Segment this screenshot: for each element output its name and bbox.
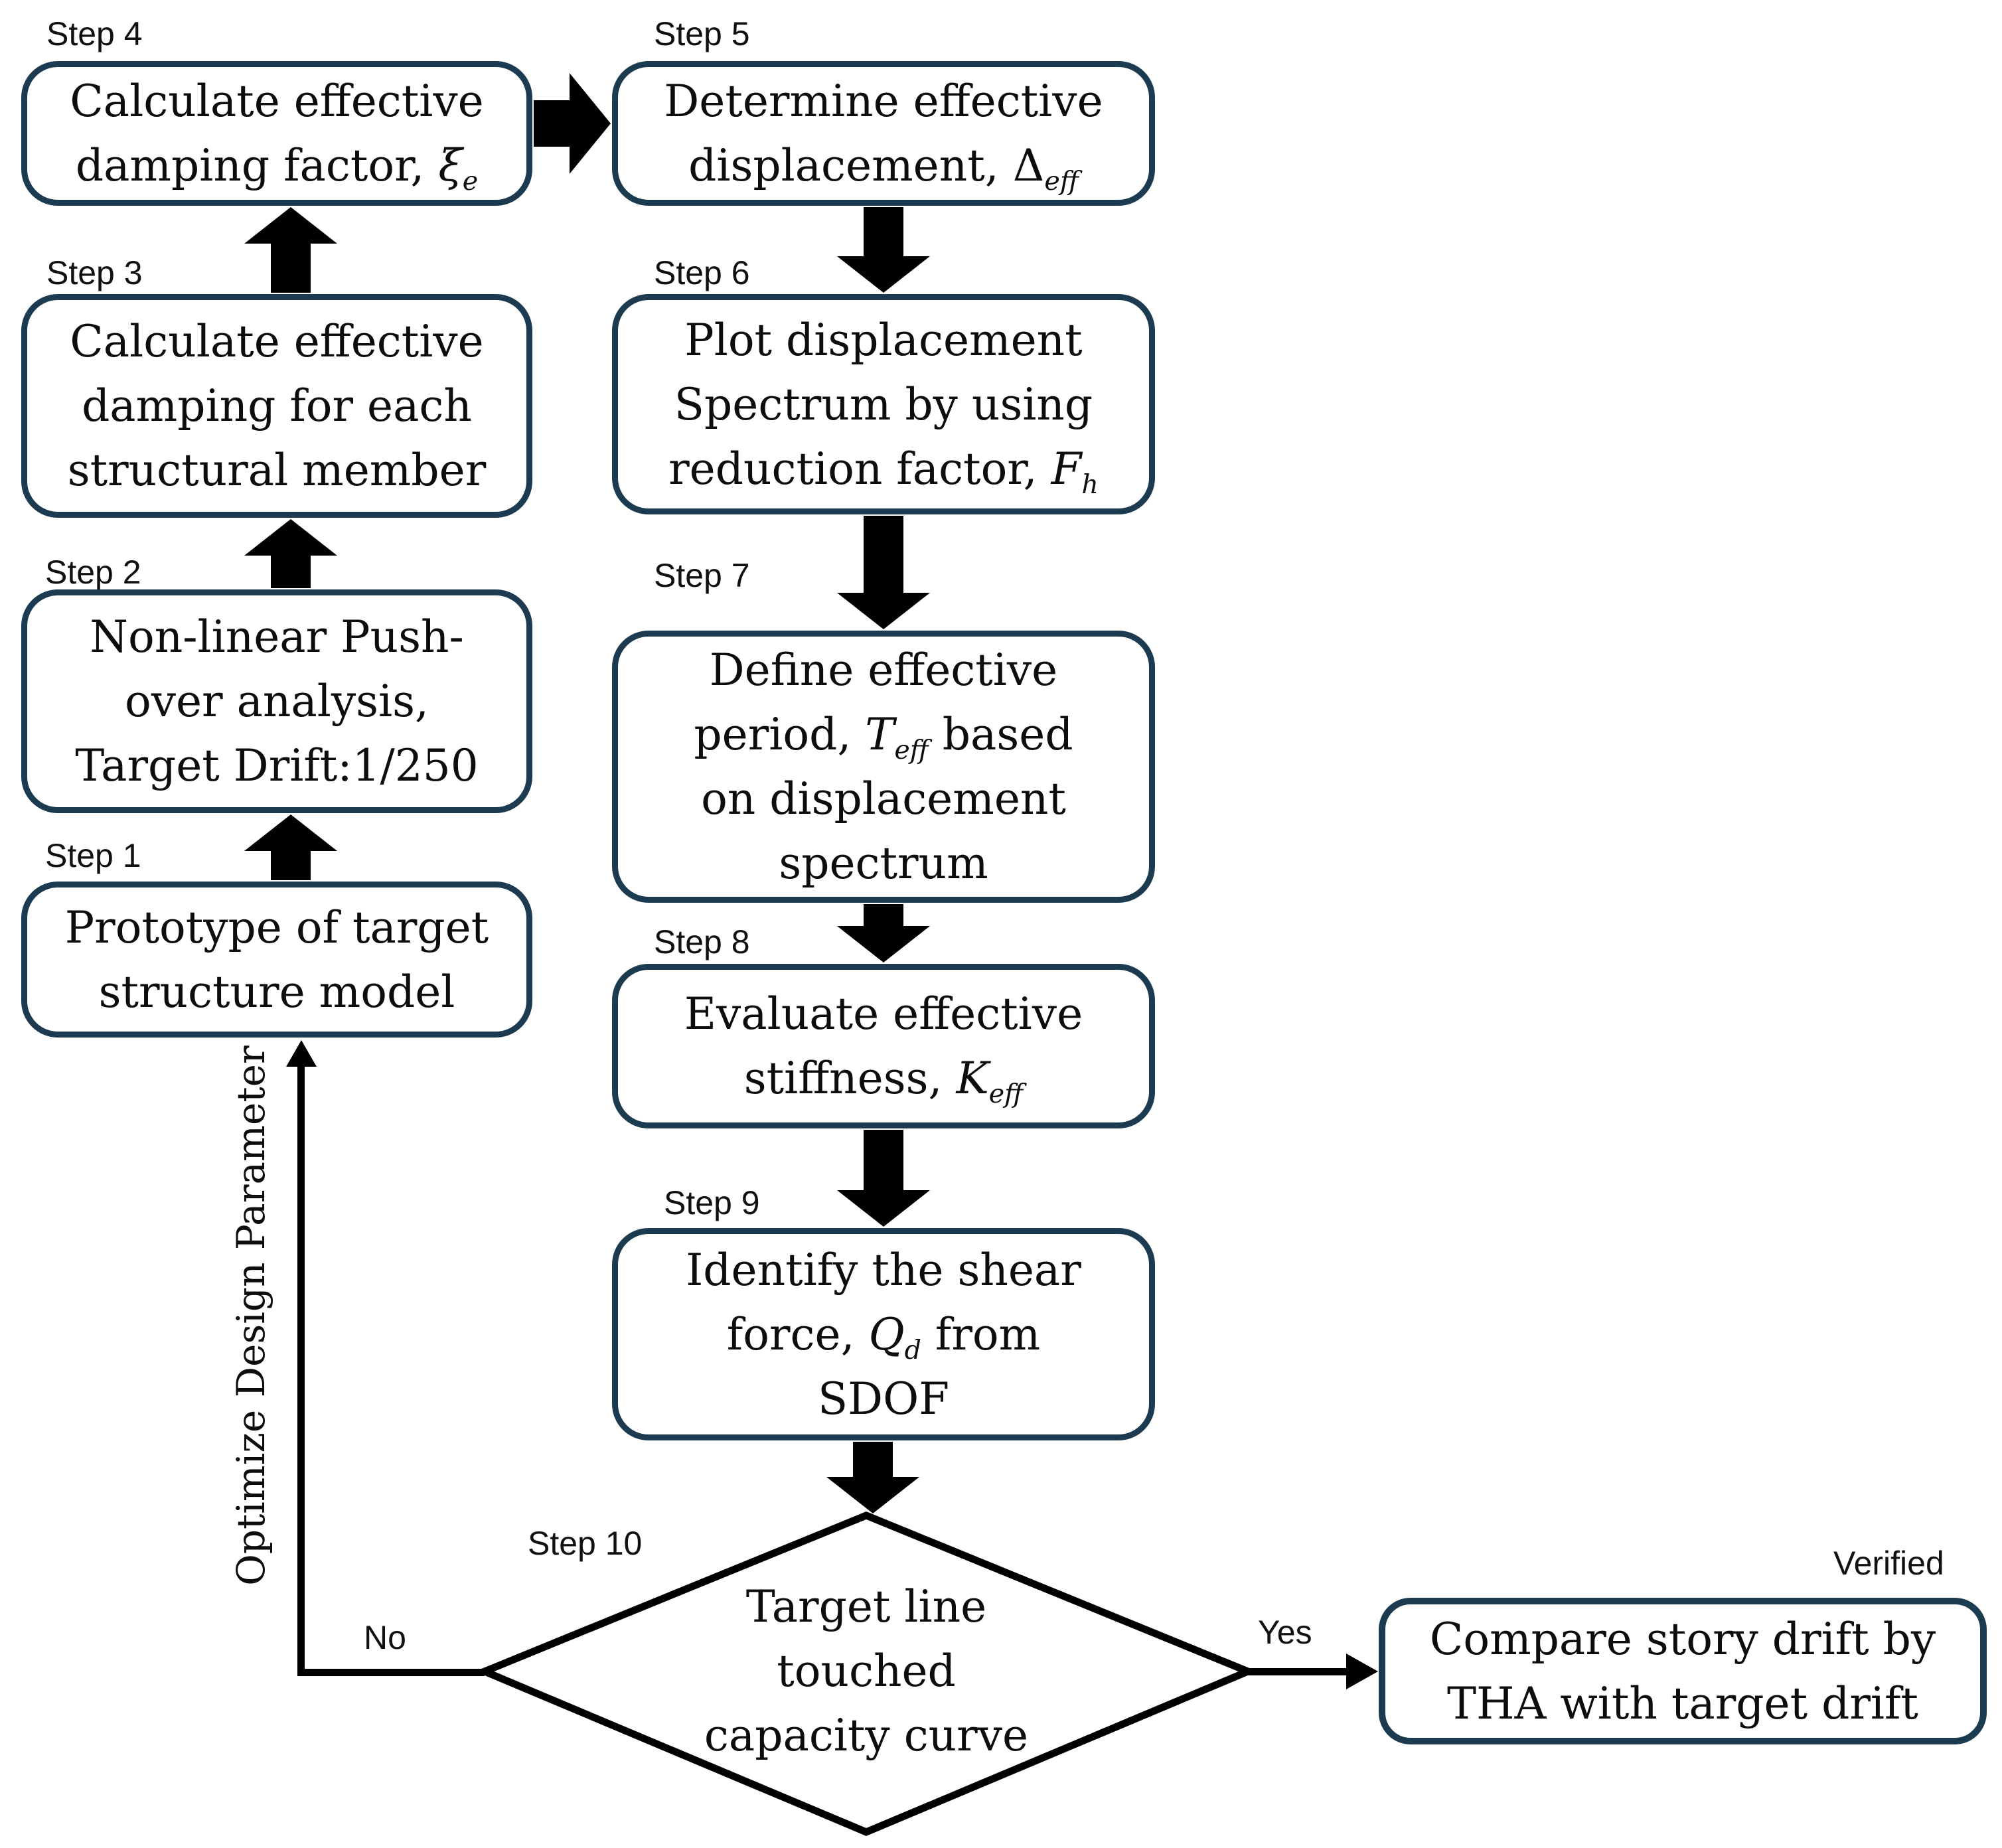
text-line: SDOF xyxy=(817,1373,950,1424)
decision-text: Target line touched capacity curve xyxy=(634,1575,1099,1768)
arrow-step2-to-step3 xyxy=(244,519,337,588)
step3-box: Calculate effective damping for each str… xyxy=(21,294,532,518)
arrow-head xyxy=(837,593,930,629)
text-line: Target line xyxy=(745,1581,987,1632)
yes-path-line xyxy=(1248,1668,1349,1675)
no-label: No xyxy=(364,1619,406,1656)
arrow-shaft xyxy=(853,1442,893,1478)
decision-diamond-shape xyxy=(475,1511,1258,1836)
arrow-step5-to-step6 xyxy=(837,207,930,293)
arrow-shaft xyxy=(271,243,311,293)
arrow-step4-to-step5 xyxy=(534,73,611,174)
step6-box: Plot displacement Spectrum by using redu… xyxy=(612,294,1155,514)
text-line: damping for each xyxy=(82,380,472,431)
arrow-shaft xyxy=(534,100,571,147)
arrow-shaft xyxy=(864,1130,903,1191)
step5-label: Step 5 xyxy=(654,15,750,52)
arrow-shaft xyxy=(271,555,311,588)
text-line: reduction factor, Fh xyxy=(668,443,1099,500)
step8-label: Step 8 xyxy=(654,923,750,961)
arrow-step7-to-step8 xyxy=(837,904,930,963)
text-line: Compare story drift by xyxy=(1429,1613,1936,1665)
arrow-step1-to-step2 xyxy=(244,814,337,880)
text-line: Prototype of target xyxy=(64,901,489,953)
step3-label: Step 3 xyxy=(46,254,143,291)
step4-label: Step 4 xyxy=(46,15,143,52)
feedback-label: Optimize Design Parameter xyxy=(228,1045,273,1586)
no-path-arrowhead xyxy=(286,1040,317,1067)
text-line: spectrum xyxy=(779,838,988,889)
decision-diamond xyxy=(475,1511,1258,1836)
verified-box: Compare story drift by THA with target d… xyxy=(1379,1598,1987,1744)
text-line: structure model xyxy=(98,966,455,1018)
text-line: Identify the shear xyxy=(686,1244,1081,1296)
text-line: capacity curve xyxy=(704,1710,1029,1761)
text-line: Spectrum by using xyxy=(674,378,1093,430)
text-line: structural member xyxy=(67,445,487,496)
arrow-head xyxy=(570,73,611,174)
text-line: period, Teff based xyxy=(694,709,1073,766)
text-line: over analysis, xyxy=(124,676,429,727)
step1-box: Prototype of target structure model xyxy=(21,882,532,1038)
yes-label: Yes xyxy=(1258,1614,1312,1651)
step7-label: Step 7 xyxy=(654,557,750,594)
text-line: force, Qd from xyxy=(726,1308,1041,1365)
arrow-shaft xyxy=(864,904,903,927)
arrow-head xyxy=(826,1477,919,1513)
arrow-step8-to-step9 xyxy=(837,1130,930,1227)
arrow-shaft xyxy=(864,516,903,593)
no-path-horizontal-line xyxy=(297,1669,485,1676)
text-line: on displacement xyxy=(701,773,1066,824)
arrow-shaft xyxy=(864,207,903,257)
step2-box: Non-linear Push- over analysis, Target D… xyxy=(21,589,532,813)
arrow-head xyxy=(244,519,337,556)
step1-label: Step 1 xyxy=(45,837,141,874)
step6-label: Step 6 xyxy=(654,254,750,291)
text-line: Define effective xyxy=(709,645,1058,696)
text-line: Non-linear Push- xyxy=(90,611,464,662)
text-line: Plot displacement xyxy=(684,314,1083,366)
text-line: damping factor, ξe xyxy=(75,140,479,197)
arrow-shaft xyxy=(271,850,311,880)
text-line: THA with target drift xyxy=(1447,1677,1918,1729)
text-line: displacement, Δeff xyxy=(688,140,1079,197)
arrow-head xyxy=(837,256,930,293)
arrow-step3-to-step4 xyxy=(244,207,337,293)
arrow-step6-to-step7 xyxy=(837,516,930,629)
text-line: Evaluate effective xyxy=(684,988,1083,1040)
text-line: stiffness, Keff xyxy=(743,1053,1024,1110)
step10-label: Step 10 xyxy=(528,1525,643,1562)
arrow-head xyxy=(837,1190,930,1227)
verified-label: Verified xyxy=(1833,1545,1944,1582)
yes-path-arrowhead xyxy=(1346,1654,1378,1689)
arrow-head xyxy=(837,926,930,963)
text-line: touched xyxy=(777,1646,956,1697)
step7-box: Define effective period, Teff based on d… xyxy=(612,631,1155,903)
text-line: Calculate effective xyxy=(70,316,484,367)
step5-box: Determine effective displacement, Δeff xyxy=(612,61,1155,206)
step8-box: Evaluate effective stiffness, Keff xyxy=(612,964,1155,1128)
step4-box: Calculate effective damping factor, ξe xyxy=(21,61,532,206)
step9-box: Identify the shear force, Qd from SDOF xyxy=(612,1228,1155,1440)
arrow-head xyxy=(244,207,337,244)
text-line: Target Drift:1/250 xyxy=(75,740,479,791)
no-path-vertical-line xyxy=(297,1064,305,1676)
text-line: Determine effective xyxy=(664,76,1103,127)
step9-label: Step 9 xyxy=(664,1184,760,1221)
arrow-head xyxy=(244,814,337,851)
text-line: Calculate effective xyxy=(70,76,484,127)
arrow-step9-to-decision xyxy=(826,1442,919,1513)
step2-label: Step 2 xyxy=(45,554,141,591)
